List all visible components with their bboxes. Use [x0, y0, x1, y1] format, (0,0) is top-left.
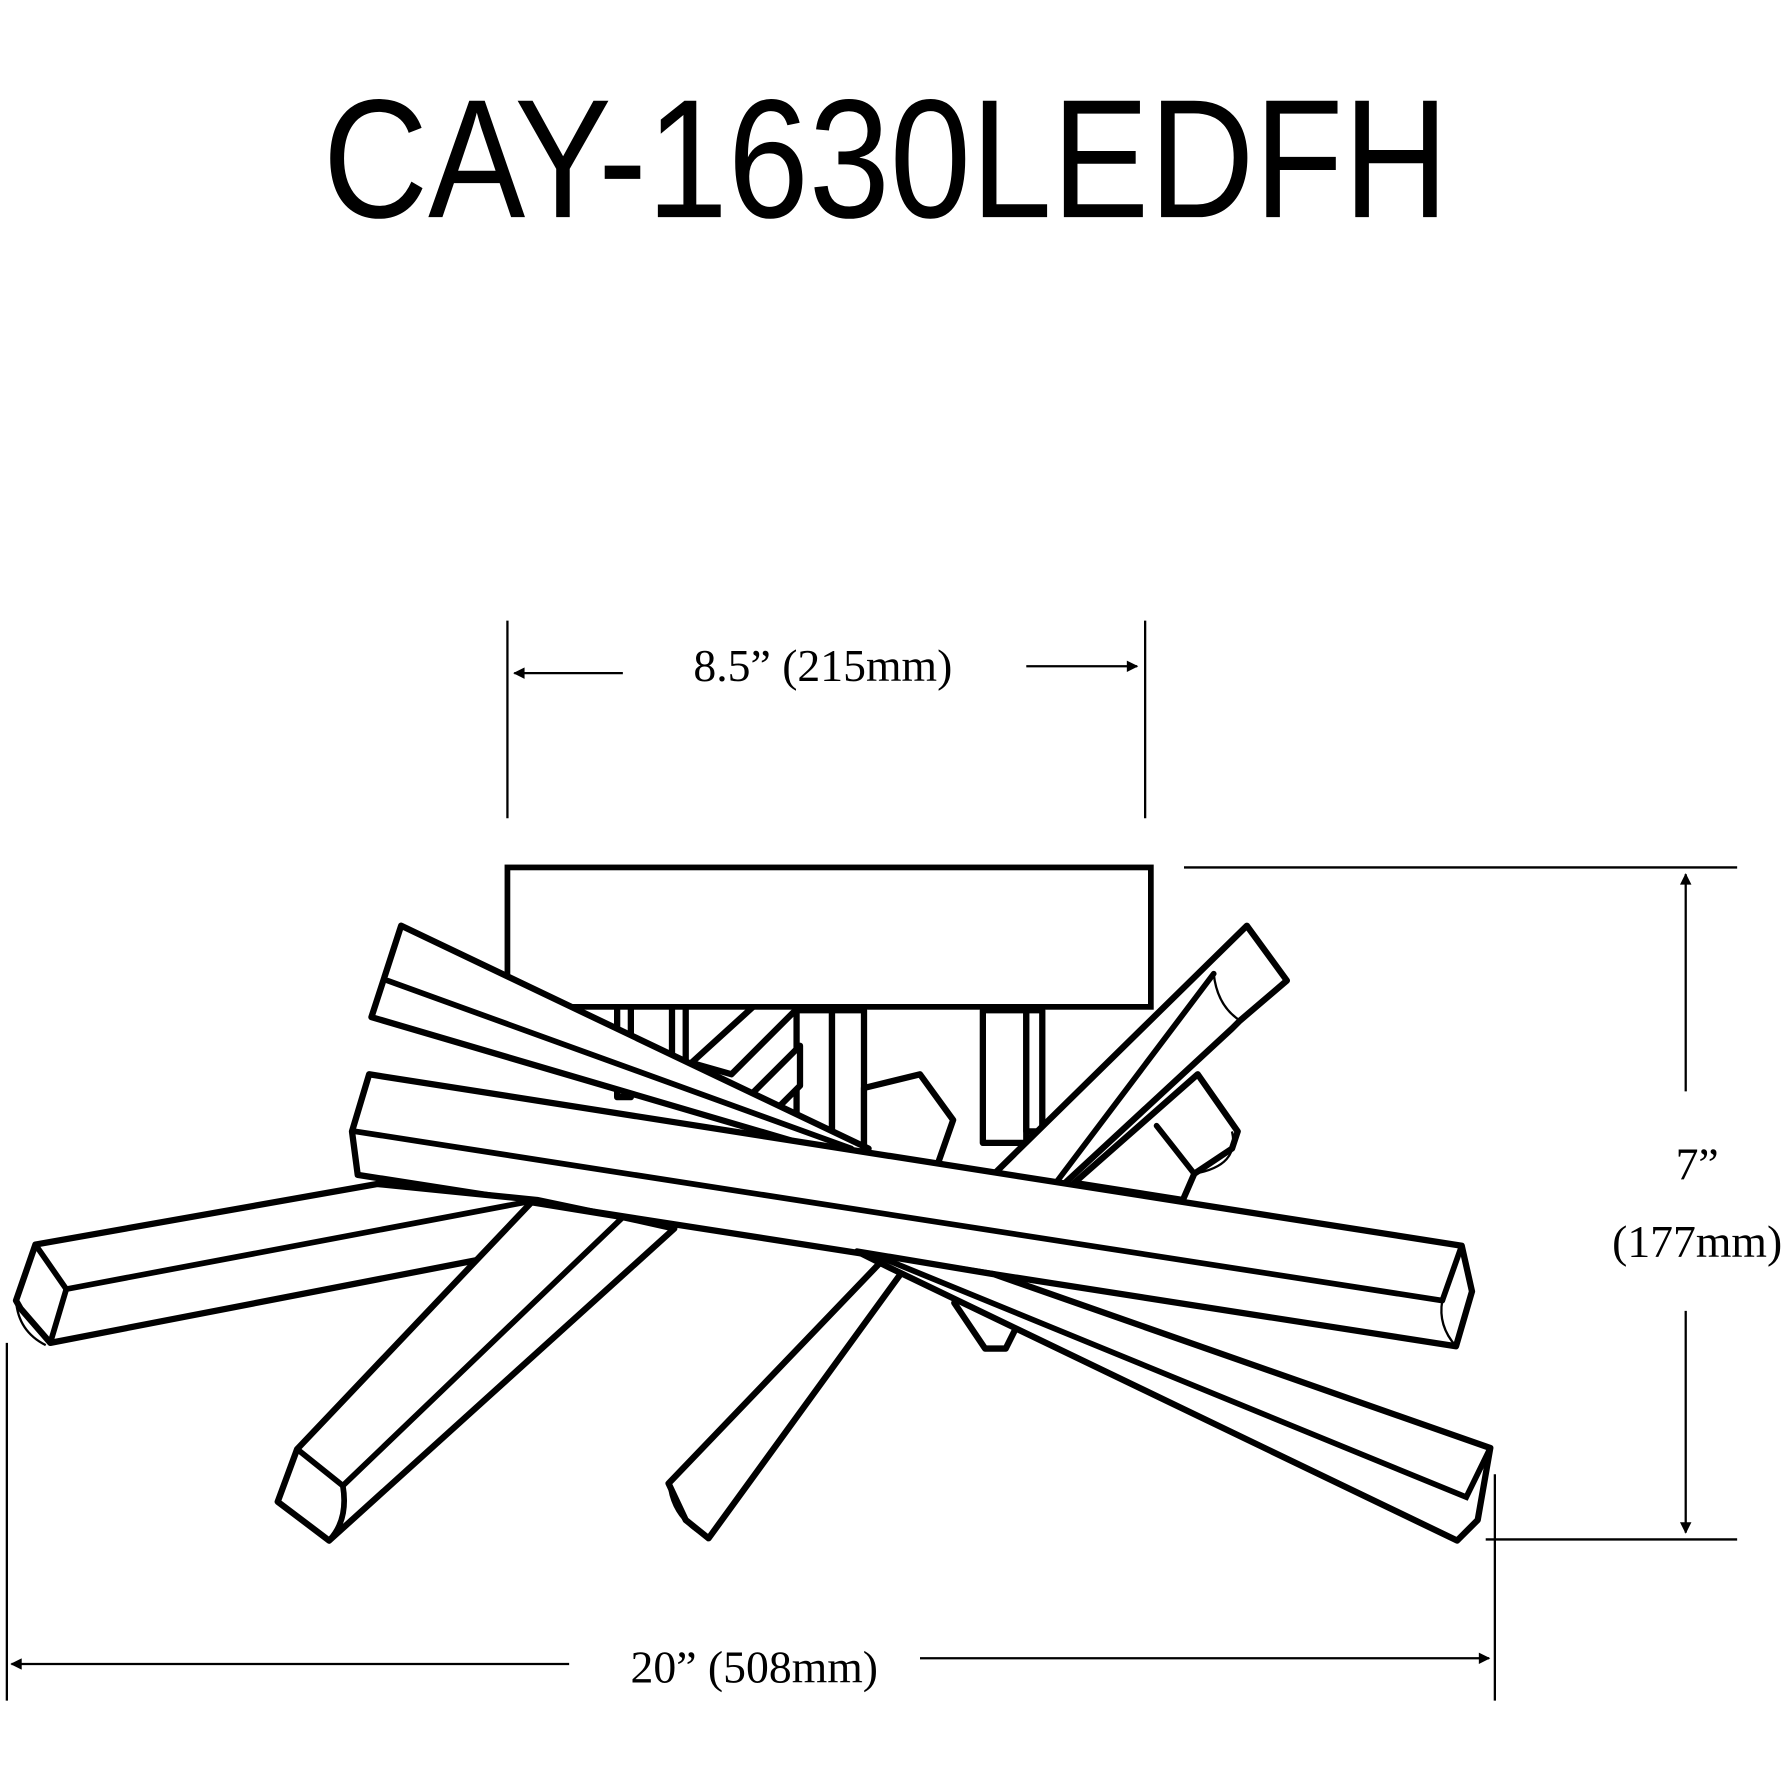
- height-label-in: 7”: [1676, 1138, 1719, 1189]
- height-dimension: 7” (177mm): [1184, 866, 1782, 1541]
- arm-front-right: [854, 1248, 1494, 1544]
- overall-width-label: 20” (508mm): [631, 1641, 879, 1692]
- canopy-width-dimension: 8.5” (215mm): [506, 620, 1147, 819]
- model-title: CAY-1630LEDFH: [323, 64, 1449, 253]
- overall-width-dimension: 20” (508mm): [5, 1342, 1496, 1701]
- arm-front-center: [665, 1259, 906, 1542]
- canopy-width-label: 8.5” (215mm): [693, 640, 952, 691]
- light-fixture: [12, 864, 1494, 1544]
- canopy: [504, 864, 1154, 1010]
- height-label-mm: (177mm): [1612, 1216, 1782, 1267]
